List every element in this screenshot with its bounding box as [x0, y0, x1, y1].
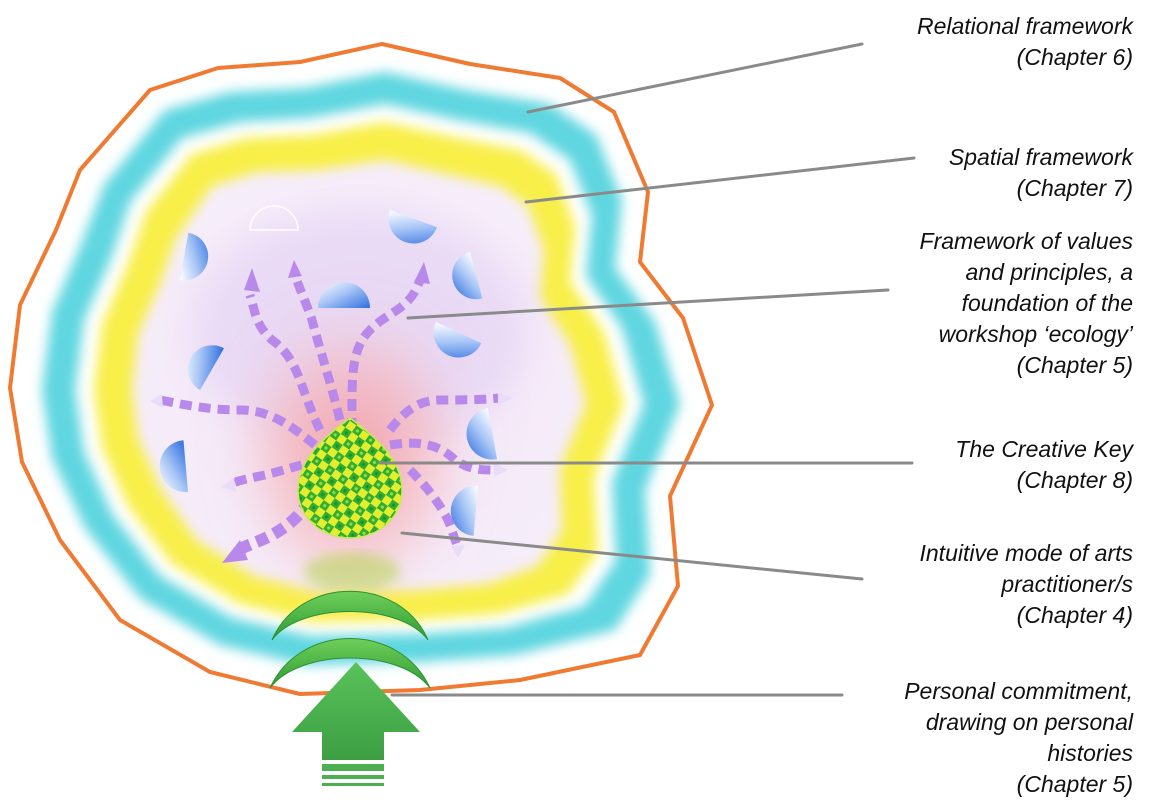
label-creative-key: The Creative Key (Chapter 8)	[955, 434, 1133, 496]
label-personal-commitment: Personal commitment, drawing on personal…	[904, 676, 1133, 800]
label-relational-framework: Relational framework (Chapter 6)	[917, 11, 1133, 73]
leader-line	[528, 44, 862, 112]
label-values-framework: Framework of values and principles, a fo…	[920, 226, 1133, 381]
label-intuitive-mode: Intuitive mode of arts practitioner/s (C…	[920, 538, 1134, 631]
creative-key-reflection	[304, 552, 400, 592]
label-spatial-framework: Spatial framework (Chapter 7)	[949, 142, 1133, 204]
